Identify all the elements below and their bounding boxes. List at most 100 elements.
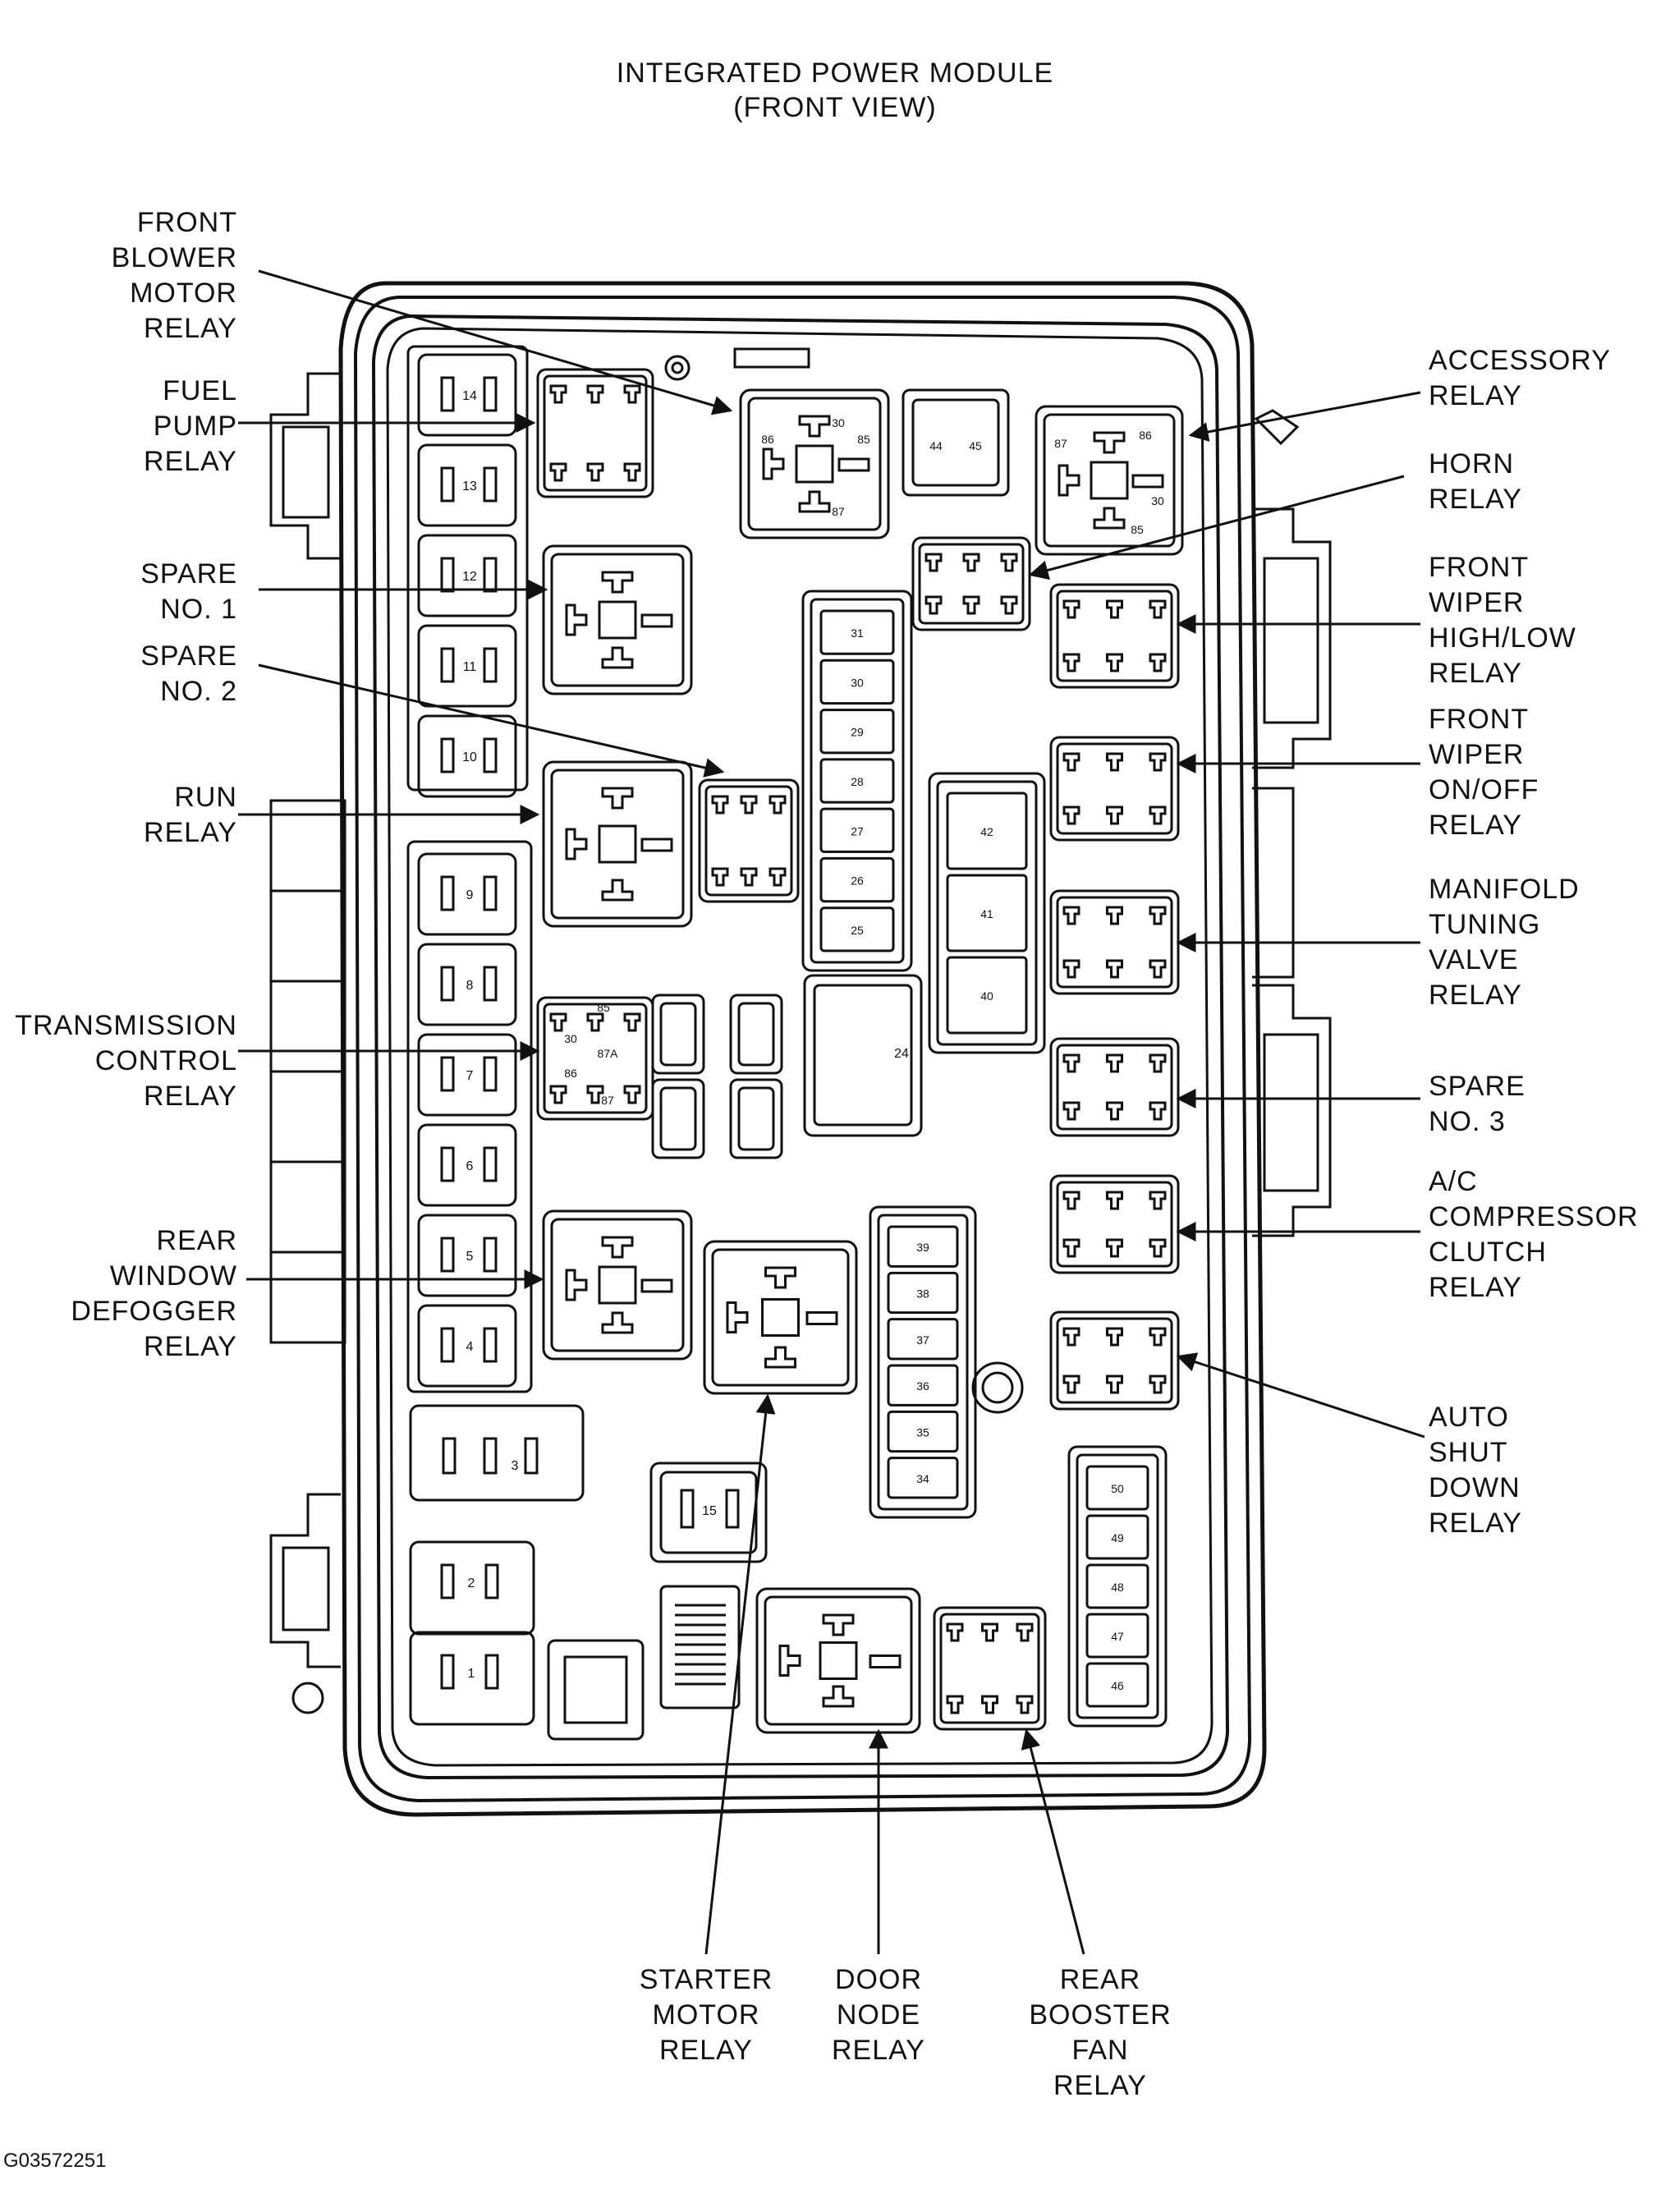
figure-code: G03572251	[3, 2150, 107, 2172]
fuse-blade	[483, 1056, 498, 1092]
fuse-blade	[483, 376, 498, 412]
label-line: RELAY	[1429, 810, 1522, 841]
label-line: FUEL	[163, 375, 237, 406]
label-line: RELAY	[144, 817, 237, 848]
fuse-number: 41	[980, 907, 993, 920]
fuse-blade	[483, 647, 498, 683]
terminal-label: 85	[597, 1001, 610, 1014]
fuse-slot	[417, 943, 517, 1026]
twin-fuse-inner	[911, 398, 1000, 487]
label-line: FRONT	[136, 207, 237, 238]
label-spare-no-3: SPARE NO. 3	[1429, 1069, 1525, 1140]
fuse-number: 24	[894, 1047, 909, 1061]
label-line: NO. 1	[160, 594, 237, 625]
fuse-number: 48	[1111, 1581, 1124, 1594]
module-housing	[338, 281, 1267, 1817]
fuse-number: 44	[929, 439, 943, 452]
label-manifold-tuning-valve-relay: MANIFOLD TUNING VALVE RELAY	[1429, 872, 1580, 1013]
fuse-slot	[417, 1304, 517, 1388]
fuse-number: 49	[1111, 1531, 1124, 1544]
label-line: TUNING	[1429, 909, 1541, 940]
terminal-label: 87	[832, 505, 845, 518]
label-line: RELAY	[1429, 1272, 1522, 1303]
terminal-label: 85	[1131, 523, 1144, 536]
label-line: FRONT	[1429, 704, 1530, 735]
left-fuse-column-mid	[406, 840, 533, 1393]
fuse-number: 13	[462, 480, 477, 493]
label-line: RELAY	[144, 313, 237, 344]
fuse-blade	[440, 1563, 455, 1599]
spare-no-2-relay	[698, 778, 800, 903]
label-front-blower-motor-relay: FRONT BLOWER MOTOR RELAY	[112, 205, 237, 346]
label-line: RELAY	[1429, 1508, 1522, 1539]
fuse-blade	[440, 737, 455, 773]
label-line: BOOSTER	[1029, 1999, 1172, 2031]
fuse-number: 50	[1111, 1482, 1124, 1495]
label-line: PUMP	[153, 411, 237, 442]
fuse-blade	[484, 1563, 499, 1599]
fuse-block-34-39	[869, 1205, 977, 1519]
fuse-blade	[440, 1056, 455, 1092]
fuse-blade	[440, 647, 455, 683]
fuse-grids	[801, 590, 1168, 1728]
label-line: MANIFOLD	[1429, 874, 1580, 905]
label-rear-window-defogger-relay: REAR WINDOW DEFOGGER RELAY	[71, 1223, 237, 1365]
fuse-number: 6	[466, 1159, 474, 1173]
fuse-number: 31	[851, 626, 864, 640]
fuse-number: 5	[466, 1250, 474, 1264]
label-ac-compressor-clutch-relay: A/C COMPRESSOR CLUTCH RELAY	[1429, 1164, 1639, 1306]
fuse-slots	[409, 353, 768, 1741]
terminal-label: 86	[761, 433, 774, 446]
label-line: SHUT	[1429, 1437, 1508, 1468]
label-accessory-relay: ACCESSORY RELAY	[1429, 343, 1611, 414]
left-fuse-column-top	[406, 345, 529, 792]
fuse-number: 45	[969, 439, 982, 452]
label-line: FRONT	[1429, 552, 1530, 583]
label-line: MOTOR	[130, 278, 237, 309]
label-line: SPARE	[1429, 1071, 1525, 1102]
terminal-label: 86	[564, 1067, 577, 1080]
label-rear-booster-fan-relay: REAR BOOSTER FAN RELAY	[1018, 1962, 1182, 2104]
label-line: STARTER	[639, 1964, 773, 1995]
fuse-number: 2	[468, 1576, 475, 1590]
fuse-blade	[483, 966, 498, 1002]
label-line: CLUTCH	[1429, 1237, 1547, 1268]
fuse-number: 9	[466, 888, 474, 902]
connector	[547, 1639, 645, 1741]
label-auto-shut-down-relay: AUTO SHUT DOWN RELAY	[1429, 1400, 1522, 1541]
accessory-relay	[1035, 405, 1184, 556]
label-line: WIPER	[1429, 587, 1525, 618]
fuse-number: 47	[1111, 1630, 1124, 1643]
door-node-relay	[755, 1587, 921, 1734]
terminal-label: 87	[601, 1094, 614, 1107]
fuse-blade	[440, 966, 455, 1002]
twin-fuse-block	[902, 388, 1010, 497]
fuse-block-46-50	[1067, 1445, 1168, 1728]
fuse-blade	[483, 737, 498, 773]
label-line: RELAY	[659, 2035, 753, 2066]
label-line: ON/OFF	[1429, 774, 1539, 805]
leader-lines	[238, 269, 1425, 1955]
fuel-pump-relay	[536, 368, 654, 498]
label-line: A/C	[1429, 1166, 1478, 1197]
diagram-subtitle: (FRONT VIEW)	[733, 92, 937, 123]
fuse-blade	[483, 1146, 498, 1182]
fuse-blade	[484, 1654, 499, 1690]
auto-shut-down-relay	[1049, 1310, 1180, 1411]
fuse-slot	[417, 714, 517, 798]
fuse-number: 3	[512, 1459, 519, 1473]
fuse-slot	[649, 1462, 768, 1563]
mini-fuse	[729, 1078, 783, 1159]
label-line: BLOWER	[111, 242, 237, 273]
fuse-number: 35	[916, 1426, 929, 1439]
label-line: SPARE	[140, 640, 237, 672]
mini-fuse	[729, 994, 783, 1075]
label-line: REAR	[1059, 1964, 1141, 1995]
rear-booster-fan-relay	[933, 1606, 1047, 1731]
mini-fuse	[651, 1078, 705, 1159]
fuse-slot-inner	[659, 1471, 758, 1554]
label-line: RELAY	[144, 1331, 237, 1362]
fuse-blade	[440, 1146, 455, 1182]
terminal-label: 87	[1054, 437, 1067, 450]
fuse-number: 15	[702, 1504, 717, 1518]
